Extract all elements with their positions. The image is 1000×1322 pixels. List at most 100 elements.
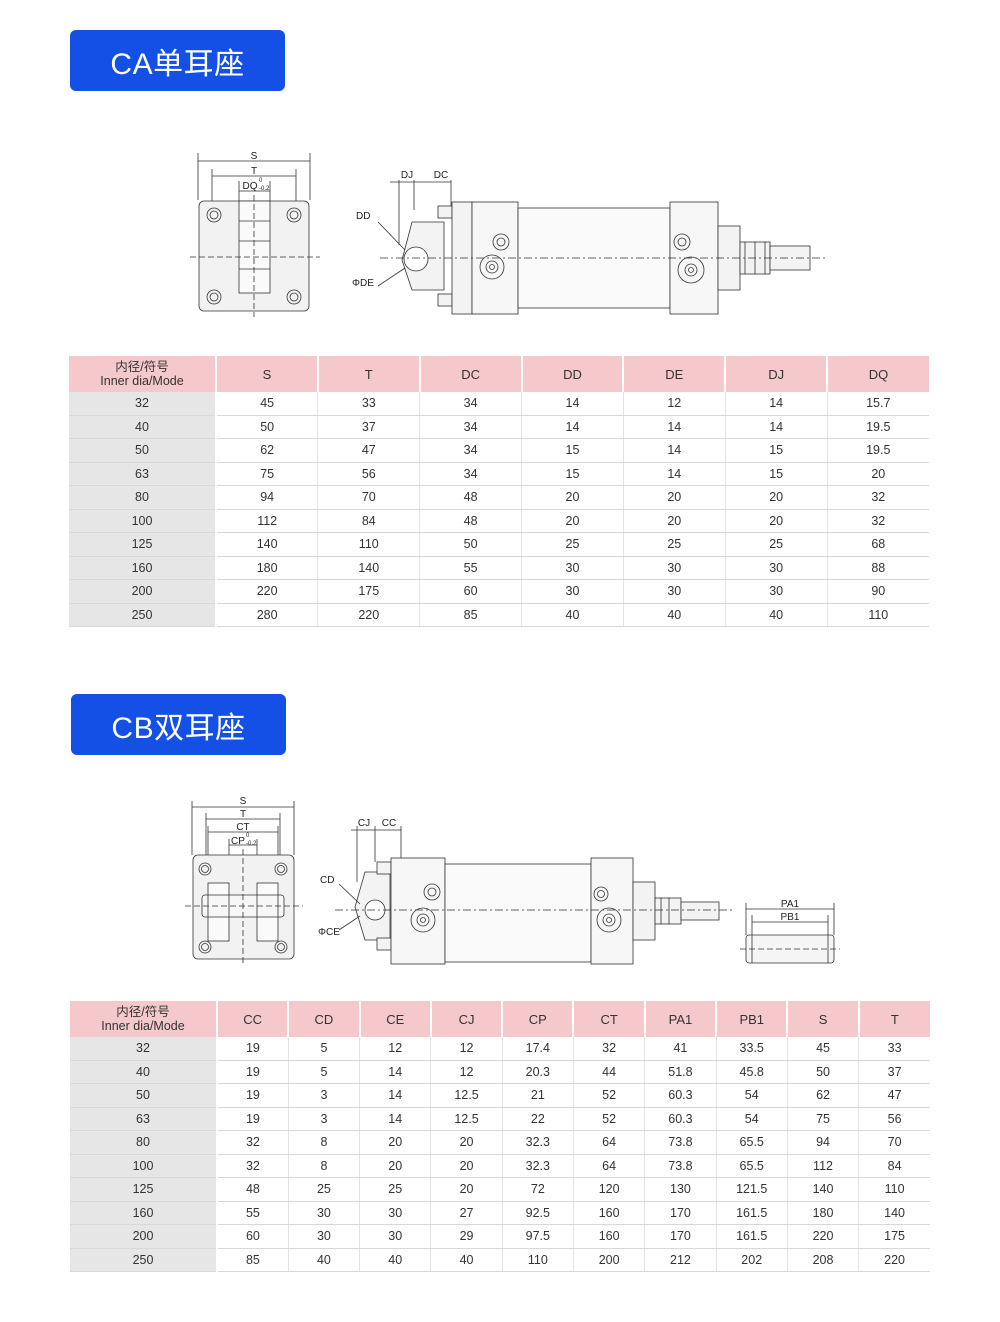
table-cell: 280 [216, 603, 319, 627]
table-cell: 30 [725, 556, 828, 580]
table-cell: 33.5 [716, 1037, 788, 1061]
table-cell: 33 [317, 392, 421, 416]
table-cell: 30 [521, 579, 624, 604]
cb-label-t: T [240, 809, 246, 820]
table-cell: 170 [644, 1201, 717, 1225]
column-header: DQ [827, 356, 929, 392]
table-cell: 25 [359, 1177, 432, 1202]
table-cell: 94 [787, 1130, 860, 1155]
row-label-cell: 125 [69, 532, 217, 557]
table-cell: 62 [787, 1083, 860, 1108]
cb-label-ct: CT [236, 822, 249, 833]
row-label-cell: 250 [69, 603, 217, 627]
table-cell: 12 [359, 1037, 432, 1061]
table-cell: 60.3 [644, 1107, 717, 1131]
table-cell: 19.5 [827, 438, 929, 463]
table-cell: 56 [858, 1107, 930, 1131]
cb-label-s: S [240, 796, 247, 807]
table-cell: 32 [217, 1130, 289, 1155]
table-cell: 27 [430, 1201, 503, 1225]
header-inner-dia-cn: 内径/符号 [115, 360, 169, 374]
table-cell: 30 [359, 1201, 432, 1225]
cb-label-cp-tol-upper: 0 [246, 833, 250, 839]
table-cell: 12 [430, 1037, 503, 1061]
header-inner-dia: 内径/符号 Inner dia/Mode [70, 1001, 218, 1037]
ca-label-t: T [251, 166, 257, 177]
table-cell: 15.7 [827, 392, 929, 416]
ca-label-de: ΦDE [352, 278, 374, 289]
column-header: CT [573, 1001, 646, 1037]
table-cell: 62 [216, 438, 319, 463]
row-label-cell: 63 [70, 1107, 218, 1131]
table-cell: 40 [521, 603, 624, 627]
table-cell: 29 [430, 1224, 503, 1249]
table-cell: 60 [217, 1224, 289, 1249]
table-cell: 3 [288, 1107, 361, 1131]
table-cell: 97.5 [502, 1224, 574, 1249]
table-cell: 65.5 [716, 1154, 788, 1178]
column-header: DJ [725, 356, 829, 392]
column-header: S [216, 356, 319, 392]
table-cell: 55 [419, 556, 523, 580]
table-cell: 14 [521, 415, 624, 439]
table-cell: 25 [623, 532, 726, 557]
header-inner-dia-en: Inner dia/Mode [101, 1019, 185, 1033]
table-cell: 15 [725, 438, 828, 463]
table-cell: 20 [827, 462, 929, 486]
table-cell: 32 [573, 1037, 646, 1061]
table-cell: 20 [359, 1130, 432, 1155]
row-label-cell: 160 [70, 1201, 218, 1225]
table-cell: 51.8 [644, 1060, 717, 1084]
table-cell: 50 [787, 1060, 860, 1084]
table-cell: 130 [644, 1177, 717, 1202]
cb-label-pa1: PA1 [781, 899, 800, 910]
table-cell: 64 [573, 1130, 646, 1155]
table-cell: 140 [216, 532, 319, 557]
table-cell: 30 [359, 1224, 432, 1249]
table-cell: 161.5 [716, 1201, 788, 1225]
cb-label-cc: CC [382, 818, 396, 829]
table-cell: 175 [858, 1224, 930, 1249]
table-cell: 121.5 [716, 1177, 788, 1202]
table-cell: 20 [623, 509, 726, 533]
table-cell: 19 [217, 1083, 289, 1108]
table-cell: 41 [644, 1037, 717, 1061]
table-cell: 5 [288, 1060, 361, 1084]
header-inner-dia-cn: 内径/符号 [116, 1005, 170, 1019]
table-cell: 25 [288, 1177, 361, 1202]
row-label-cell: 80 [70, 1130, 218, 1155]
table-cell: 32.3 [502, 1130, 574, 1155]
table-cell: 44 [573, 1060, 646, 1084]
table-cell: 85 [217, 1248, 289, 1272]
row-label-cell: 100 [70, 1154, 218, 1178]
table-cell: 65.5 [716, 1130, 788, 1155]
ca-label-dc: DC [434, 170, 448, 181]
table-cell: 8 [288, 1130, 361, 1155]
table-cell: 30 [623, 579, 726, 604]
ca-label-dq: DQ [243, 181, 258, 192]
table-cell: 14 [725, 392, 828, 416]
column-header: CJ [430, 1001, 504, 1037]
row-label-cell: 80 [69, 485, 217, 510]
table-cell: 140 [317, 556, 421, 580]
table-cell: 19 [217, 1060, 289, 1084]
table-cell: 92.5 [502, 1201, 574, 1225]
row-label-cell: 32 [70, 1037, 218, 1061]
table-cell: 45 [787, 1037, 860, 1061]
table-cell: 30 [725, 579, 828, 604]
row-label-cell: 63 [69, 462, 217, 486]
table-cell: 12 [430, 1060, 503, 1084]
table-cell: 73.8 [644, 1130, 717, 1155]
table-cell: 20.3 [502, 1060, 574, 1084]
